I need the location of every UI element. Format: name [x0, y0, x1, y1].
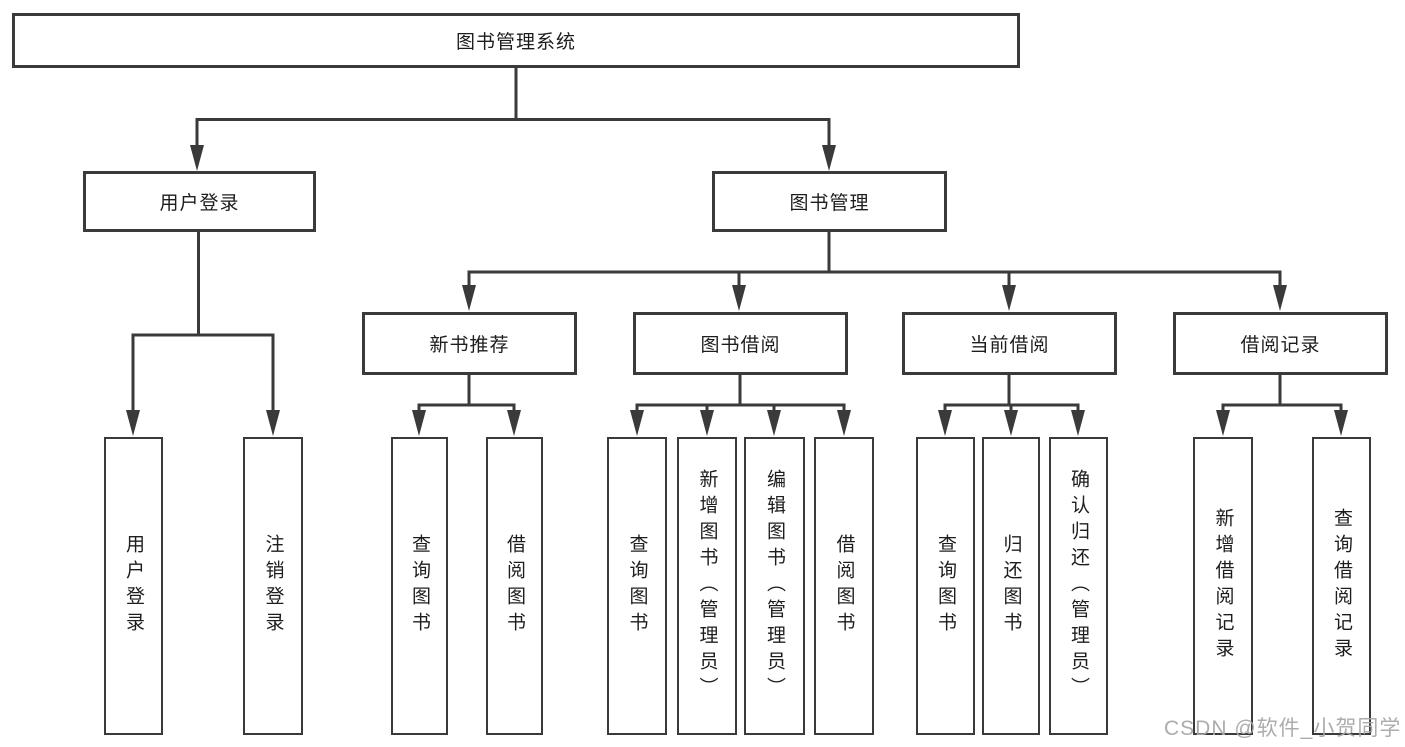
arrow-down-icon [507, 410, 521, 436]
leaf-label: 新增图书（管理员） [696, 469, 718, 703]
leaf-edit-book-admin: 编辑图书（管理员） [744, 437, 805, 735]
node-book-borrowing: 图书借阅 [633, 312, 848, 375]
arrow-down-icon [412, 410, 426, 436]
node-borrowing-records: 借阅记录 [1173, 312, 1388, 375]
arrow-down-icon [462, 285, 476, 311]
leaf-confirm-return-admin: 确认归还（管理员） [1049, 437, 1108, 735]
arrow-down-icon [1273, 285, 1287, 311]
node-current-borrowing: 当前借阅 [902, 312, 1117, 375]
leaf-label: 归还图书 [1000, 534, 1022, 638]
leaf-label: 注销登录 [262, 534, 284, 638]
node-book-management: 图书管理 [712, 171, 947, 232]
leaf-label: 确认归还（管理员） [1068, 469, 1089, 703]
node-new-book-recommend: 新书推荐 [362, 312, 577, 375]
arrow-down-icon [1216, 410, 1230, 436]
arrow-down-icon [767, 410, 781, 436]
leaf-user-login: 用户登录 [104, 437, 163, 735]
arrow-down-icon [126, 410, 140, 436]
arrow-down-icon [837, 410, 851, 436]
leaf-label: 用户登录 [123, 534, 144, 638]
node-user-login: 用户登录 [83, 171, 316, 232]
leaf-query-borrow-record: 查询借阅记录 [1312, 437, 1371, 735]
leaf-logout: 注销登录 [243, 437, 303, 735]
arrow-down-icon [1334, 410, 1348, 436]
leaf-return-books: 归还图书 [982, 437, 1040, 735]
node-library-system: 图书管理系统 [12, 13, 1020, 68]
leaf-label: 查询图书 [935, 534, 956, 638]
arrow-down-icon [938, 410, 952, 436]
arrow-down-icon [266, 410, 280, 436]
leaf-borrow-books-recommend: 借阅图书 [486, 437, 543, 735]
arrow-down-icon [1002, 285, 1016, 311]
leaf-add-book-admin: 新增图书（管理员） [677, 437, 737, 735]
arrow-down-icon [190, 145, 204, 171]
leaf-borrow-books-borrowing: 借阅图书 [814, 437, 874, 735]
arrow-down-icon [700, 410, 714, 436]
leaf-label: 查询借阅记录 [1331, 508, 1352, 664]
leaf-label: 查询图书 [409, 534, 430, 638]
arrow-down-icon [1071, 410, 1085, 436]
arrow-down-icon [1004, 410, 1018, 436]
arrow-down-icon [822, 145, 836, 171]
leaf-label: 借阅图书 [504, 534, 525, 638]
leaf-label: 查询图书 [626, 534, 648, 638]
leaf-query-books-current: 查询图书 [916, 437, 975, 735]
leaf-query-books-borrowing: 查询图书 [607, 437, 667, 735]
arrow-down-icon [732, 285, 746, 311]
leaf-query-books-recommend: 查询图书 [391, 437, 448, 735]
leaf-add-borrow-record: 新增借阅记录 [1193, 437, 1253, 735]
arrow-down-icon [630, 410, 644, 436]
leaf-label: 借阅图书 [833, 534, 855, 638]
leaf-label: 新增借阅记录 [1212, 508, 1234, 664]
leaf-label: 编辑图书（管理员） [764, 469, 785, 703]
csdn-watermark: CSDN @软件_小贺同学 [1164, 717, 1402, 740]
